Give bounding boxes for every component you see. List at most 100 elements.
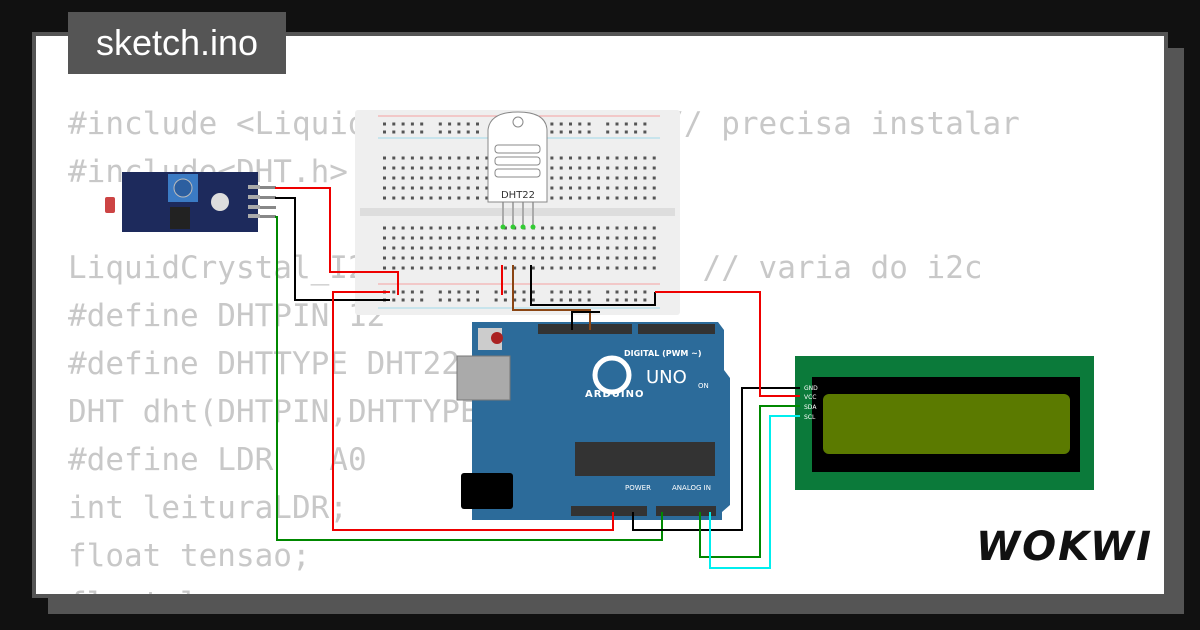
breadboard-hole (624, 196, 628, 200)
breadboard-hole (596, 156, 600, 160)
on-label: ON (698, 382, 709, 390)
breadboard-hole (624, 166, 628, 170)
breadboard-hole (401, 176, 405, 180)
breadboard-hole (485, 186, 489, 190)
breadboard-hole (438, 122, 442, 126)
breadboard-hole (550, 290, 554, 294)
breadboard-hole (550, 236, 554, 240)
breadboard-hole (578, 226, 582, 230)
breadboard-hole (401, 156, 405, 160)
breadboard-hole (643, 156, 647, 160)
breadboard-hole (466, 156, 470, 160)
breadboard-hole (550, 266, 554, 270)
breadboard-hole (457, 256, 461, 260)
ldr-sensor-module (105, 172, 276, 232)
breadboard-hole (652, 226, 656, 230)
breadboard-hole (596, 256, 600, 260)
breadboard-hole (615, 226, 619, 230)
breadboard-hole (569, 298, 572, 302)
breadboard-hole (401, 290, 405, 294)
breadboard-hole (596, 236, 600, 240)
breadboard-hole (383, 176, 386, 180)
breadboard-hole (550, 156, 554, 160)
breadboard-hole (587, 226, 591, 230)
breadboard-hole (578, 196, 582, 200)
breadboard-hole (513, 256, 517, 260)
breadboard-hole (578, 130, 582, 134)
breadboard-hole (596, 226, 600, 230)
breadboard-hole (615, 156, 619, 160)
breadboard-hole (392, 130, 396, 134)
breadboard-hole (466, 122, 470, 126)
breadboard-hole (606, 266, 610, 270)
breadboard-hole (587, 236, 591, 240)
breadboard-hole (410, 290, 414, 294)
breadboard-hole (438, 186, 442, 190)
breadboard-hole (587, 186, 591, 190)
breadboard-hole (392, 156, 396, 160)
breadboard-hole (438, 130, 442, 134)
breadboard-hole (392, 196, 396, 200)
breadboard-hole (643, 176, 647, 180)
breadboard-hole (634, 298, 638, 302)
breadboard-hole (569, 236, 572, 240)
breadboard-hole (448, 226, 452, 230)
breadboard-hole (596, 266, 600, 270)
breadboard-hole (476, 226, 479, 230)
breadboard-hole (401, 130, 405, 134)
breadboard-hole (420, 186, 424, 190)
code-line: #define LDR A0 (68, 442, 367, 478)
breadboard-hole (410, 196, 414, 200)
breadboard-hole (643, 256, 647, 260)
breadboard-hole (383, 122, 386, 126)
breadboard-hole (643, 166, 647, 170)
breadboard-hole (550, 122, 554, 126)
breadboard-hole (485, 256, 489, 260)
breadboard-hole (476, 186, 479, 190)
breadboard-hole (410, 246, 414, 250)
breadboard-hole (401, 246, 405, 250)
breadboard-hole (624, 176, 628, 180)
breadboard-hole (596, 186, 600, 190)
breadboard-hole (410, 166, 414, 170)
breadboard-hole (652, 256, 656, 260)
breadboard-hole (578, 290, 582, 294)
breadboard-hole (429, 186, 433, 190)
breadboard-hole (634, 246, 638, 250)
breadboard-hole (606, 236, 610, 240)
breadboard-hole (503, 246, 507, 250)
breadboard-hole (652, 166, 656, 170)
breadboard-hole (634, 196, 638, 200)
breadboard-hole (569, 176, 572, 180)
breadboard-hole (550, 298, 554, 302)
breadboard-hole (606, 226, 610, 230)
breadboard-hole (429, 246, 433, 250)
breadboard-hole (420, 166, 424, 170)
breadboard-hole (392, 298, 396, 302)
wire-lcd-sda (699, 405, 800, 558)
breadboard-hole (634, 256, 638, 260)
breadboard-hole (485, 236, 489, 240)
breadboard-hole (652, 266, 656, 270)
breadboard-hole (578, 266, 582, 270)
breadboard-hole (420, 290, 424, 294)
breadboard-hole (485, 176, 489, 180)
breadboard-hole (569, 256, 572, 260)
wires (275, 187, 800, 569)
breadboard-hole (522, 298, 526, 302)
breadboard-hole (383, 196, 386, 200)
breadboard-hole (578, 256, 582, 260)
breadboard-hole (485, 246, 489, 250)
analog-label: ANALOG IN (672, 484, 711, 492)
breadboard-hole (615, 122, 619, 126)
breadboard-hole (606, 290, 610, 294)
breadboard-hole (383, 156, 386, 160)
file-title: sketch.ino (68, 12, 286, 74)
breadboard-hole (410, 226, 414, 230)
breadboard-hole (410, 298, 414, 302)
breadboard-hole (503, 266, 507, 270)
breadboard-hole (448, 130, 452, 134)
breadboard-hole (410, 266, 414, 270)
breadboard-hole (485, 266, 489, 270)
